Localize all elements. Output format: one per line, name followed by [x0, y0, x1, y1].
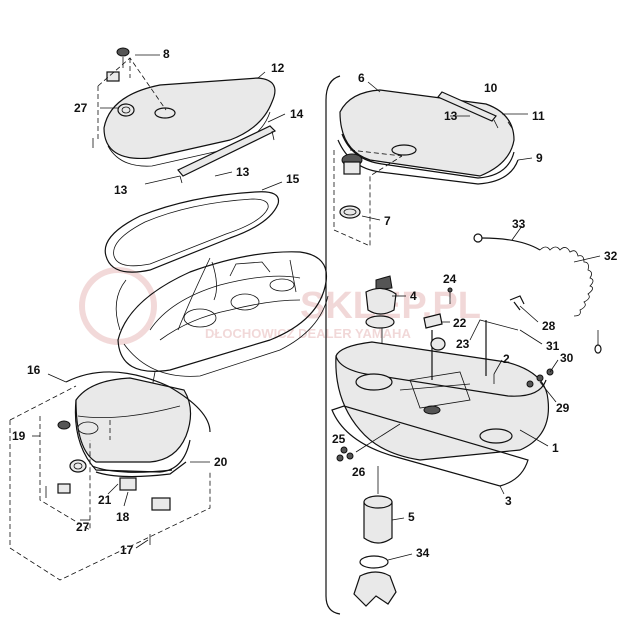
callout-4: 4 — [410, 289, 417, 303]
storage-tank — [335, 341, 550, 461]
callout-20: 20 — [214, 455, 228, 469]
callout-34: 34 — [416, 546, 430, 560]
callout-31: 31 — [546, 339, 560, 353]
callout-27-top: 27 — [74, 101, 88, 115]
callout-labels: 8 12 27 14 13 13 15 6 10 13 11 9 7 33 32… — [12, 47, 618, 560]
lanyard-cord — [473, 233, 602, 354]
callout-24: 24 — [443, 272, 457, 286]
callout-22: 22 — [453, 316, 467, 330]
boat-hull — [117, 251, 329, 399]
callout-28: 28 — [542, 319, 556, 333]
callout-26: 26 — [352, 465, 366, 479]
callout-7: 7 — [384, 214, 391, 228]
clip — [509, 295, 525, 311]
cap-assembly — [339, 153, 363, 219]
callout-11: 11 — [532, 109, 545, 123]
callout-25: 25 — [332, 432, 346, 446]
leader-dash-16 — [9, 385, 211, 581]
callout-12: 12 — [271, 61, 285, 75]
callout-9: 9 — [536, 151, 543, 165]
bin-gasket — [91, 461, 187, 478]
front-hatch-lid — [103, 77, 276, 167]
callout-1: 1 — [552, 441, 559, 455]
filler-fitting — [365, 275, 397, 329]
callout-15: 15 — [286, 172, 300, 186]
bin-strap — [65, 371, 211, 433]
leader-lines — [32, 54, 601, 561]
callout-23: 23 — [456, 337, 470, 351]
bin-small-parts — [45, 420, 171, 545]
callout-13-left: 13 — [114, 183, 128, 197]
knob-latch — [106, 47, 135, 117]
leader-dash-12 — [97, 57, 167, 140]
callout-16: 16 — [27, 363, 41, 377]
group-bracket — [325, 75, 341, 615]
callout-27-bottom: 27 — [76, 520, 90, 534]
callout-18: 18 — [116, 510, 130, 524]
callout-2: 2 — [503, 352, 510, 366]
storage-bin — [74, 377, 192, 473]
base-mat — [331, 405, 529, 487]
bracket-rods — [431, 320, 487, 380]
rear-hinge — [437, 91, 513, 129]
callout-32: 32 — [604, 249, 618, 263]
nuts-25-26 — [336, 446, 354, 462]
callout-6: 6 — [358, 71, 365, 85]
callout-21: 21 — [98, 493, 112, 507]
cylinder-pump — [363, 495, 393, 544]
hinge-strip — [177, 125, 277, 184]
callout-13-mid: 13 — [236, 165, 250, 179]
band-ring — [359, 555, 389, 569]
callout-13-right: 13 — [444, 109, 458, 123]
callout-8: 8 — [163, 47, 170, 61]
rear-hatch-lid — [339, 89, 515, 177]
leader-dash-7 — [333, 149, 403, 247]
watermark: SKLEP.PL DŁOCHOWICZ DEALER YAMAHA — [79, 267, 481, 345]
grommet — [430, 337, 446, 351]
callout-30: 30 — [560, 351, 574, 365]
callout-33: 33 — [512, 217, 526, 231]
fasteners-29-30 — [526, 368, 554, 388]
watermark-sub: DŁOCHOWICZ DEALER YAMAHA — [205, 326, 411, 341]
bracket-small — [423, 287, 453, 329]
pump-base — [353, 571, 397, 607]
callout-29: 29 — [556, 401, 570, 415]
callout-3: 3 — [505, 494, 512, 508]
callout-5: 5 — [408, 510, 415, 524]
lid-gasket — [104, 191, 280, 273]
callout-14: 14 — [290, 107, 304, 121]
callout-10: 10 — [484, 81, 498, 95]
callout-19: 19 — [12, 429, 26, 443]
callout-17: 17 — [120, 543, 134, 557]
